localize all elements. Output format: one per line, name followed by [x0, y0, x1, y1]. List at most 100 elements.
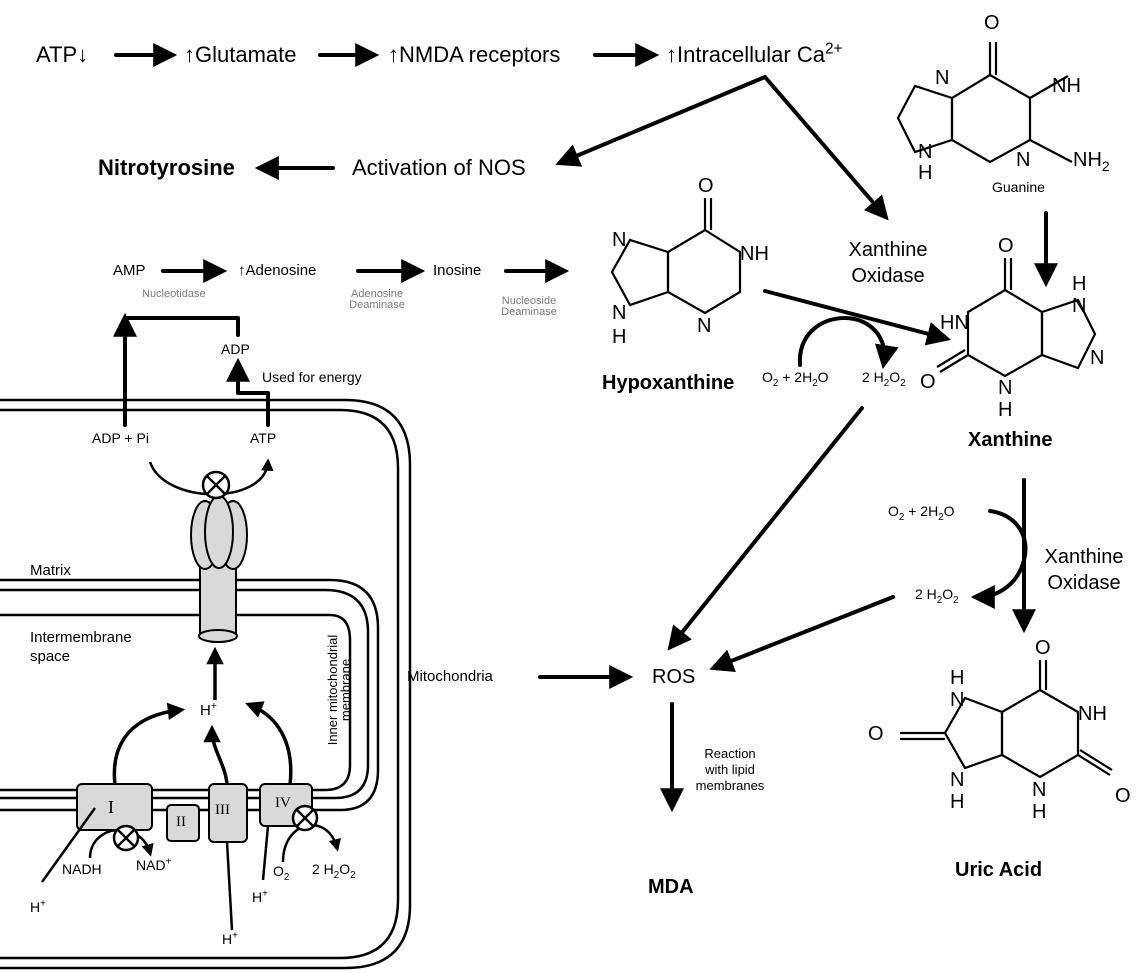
atom-o: O: [868, 723, 884, 745]
atom-h: H: [950, 791, 965, 813]
mito-inner-membrane: [0, 578, 380, 812]
line-h-left: [40, 807, 97, 883]
atom-nh: NH: [740, 243, 769, 265]
arrow-h2o2-ros-2: [709, 595, 895, 672]
xanthine-structure: [936, 258, 1097, 378]
label-complex-2: II: [176, 814, 186, 830]
atom-o: O: [1035, 637, 1051, 659]
arrow-complex1-h: [112, 702, 186, 786]
complex-2-box: [166, 804, 200, 842]
atom-nh: NH: [1078, 703, 1107, 725]
atom-o: O: [920, 371, 936, 393]
atom-h: H: [998, 399, 1013, 421]
label-ros: ROS: [652, 666, 696, 688]
arrow-complex4-h: [245, 701, 293, 786]
label-adenosine: Adenosine: [238, 262, 316, 279]
atom-n: N: [1072, 295, 1087, 317]
line-adppi-adp: [123, 316, 240, 337]
label-nitrotyrosine: Nitrotyrosine: [98, 155, 235, 180]
label-used-for-energy: Used for energy: [262, 369, 362, 385]
label-atp-down: ATP: [36, 42, 88, 67]
label-adp: ADP: [221, 341, 250, 357]
label-nadh: NADH: [62, 861, 102, 877]
mito-outer-membrane: [0, 398, 412, 970]
label-reaction2-product: 2 H2O2: [915, 586, 959, 606]
atom-n: N: [935, 67, 950, 89]
atom-o: O: [698, 175, 714, 197]
atom-n: N: [1016, 149, 1031, 171]
label-amp: AMP: [113, 262, 146, 279]
reaction-curve-2: [970, 509, 1028, 609]
atom-n: N: [918, 141, 933, 163]
guanine-structure: [896, 42, 1073, 164]
label-complex-3: III: [215, 802, 230, 818]
label-reaction2-reactants: O2 + 2H2O: [888, 503, 955, 523]
label-hypoxanthine: Hypoxanthine: [602, 372, 735, 394]
atom-n: N: [998, 377, 1013, 399]
atom-n: N: [950, 769, 965, 791]
label-h2o2-mito: 2 H2O2: [312, 861, 356, 881]
label-atp-synthase-out: ATP: [250, 430, 277, 446]
label-guanine: Guanine: [992, 179, 1045, 195]
atp-synthase-stalk: [199, 559, 237, 639]
label-glutamate: Glutamate: [184, 42, 297, 67]
label-reaction1-product: 2 H2O2: [862, 369, 906, 389]
label-nmda: NMDA receptors: [388, 42, 560, 67]
mito-outer-membrane-2: [0, 408, 400, 960]
complex-1-box: [76, 783, 153, 831]
atom-nh: NH: [1052, 75, 1081, 97]
atom-h: H: [918, 162, 933, 184]
label-uric-acid: Uric Acid: [955, 859, 1043, 881]
atom-h: H: [1072, 273, 1087, 295]
arrow-h2o2-ros: [667, 406, 864, 651]
label-complex-4: IV: [275, 795, 291, 811]
curve-o2: [281, 823, 341, 863]
atom-o: O: [1115, 785, 1131, 807]
atom-n: N: [612, 229, 627, 251]
atom-h: H: [612, 326, 627, 348]
label-activation-nos: Activation of NOS: [352, 155, 526, 180]
atom-n: N: [612, 302, 627, 324]
atom-h: H: [1032, 801, 1047, 823]
atom-n: N: [1032, 779, 1047, 801]
label-adp-pi: ADP + Pi: [92, 430, 149, 446]
arrow-complex3-h: [203, 724, 229, 786]
label-o2-mito: O2: [273, 863, 290, 883]
label-h-mid: H+: [222, 930, 238, 947]
label-h-right: H+: [252, 888, 268, 905]
atom-o: O: [984, 12, 1000, 34]
label-xanthine: Xanthine: [968, 429, 1053, 451]
atom-nh2: NH2: [1073, 149, 1110, 174]
line-h-right: [261, 825, 270, 881]
arrow-calcium-xo: [763, 75, 889, 221]
mito-inner-membrane-2: [0, 588, 370, 800]
label-inosine: Inosine: [433, 262, 482, 279]
label-h-left: H+: [30, 898, 46, 915]
label-mda: MDA: [648, 876, 694, 898]
atp-synthase-head-2: [204, 495, 234, 569]
arrow-calcium-nos: [555, 75, 767, 167]
reaction-curve-1: [797, 316, 899, 370]
label-mitochondria: Mitochondria: [407, 668, 493, 685]
hypoxanthine-structure: [610, 198, 742, 315]
label-reaction1-reactants: O2 + 2H2O: [762, 369, 829, 389]
atom-hn: HN: [940, 312, 969, 334]
label-nucleotidase: Nucleotidase: [142, 288, 206, 300]
label-matrix: Matrix: [30, 562, 71, 579]
line-h-mid: [225, 841, 234, 931]
arrow-hypoxanthine-xanthine: [763, 289, 951, 346]
uric-acid-structure: [900, 660, 1113, 779]
atom-n: N: [697, 315, 712, 337]
atom-n: N: [1090, 347, 1105, 369]
atom-o: O: [998, 235, 1014, 257]
atom-n: N: [950, 689, 965, 711]
label-nad: NAD+: [136, 856, 172, 873]
